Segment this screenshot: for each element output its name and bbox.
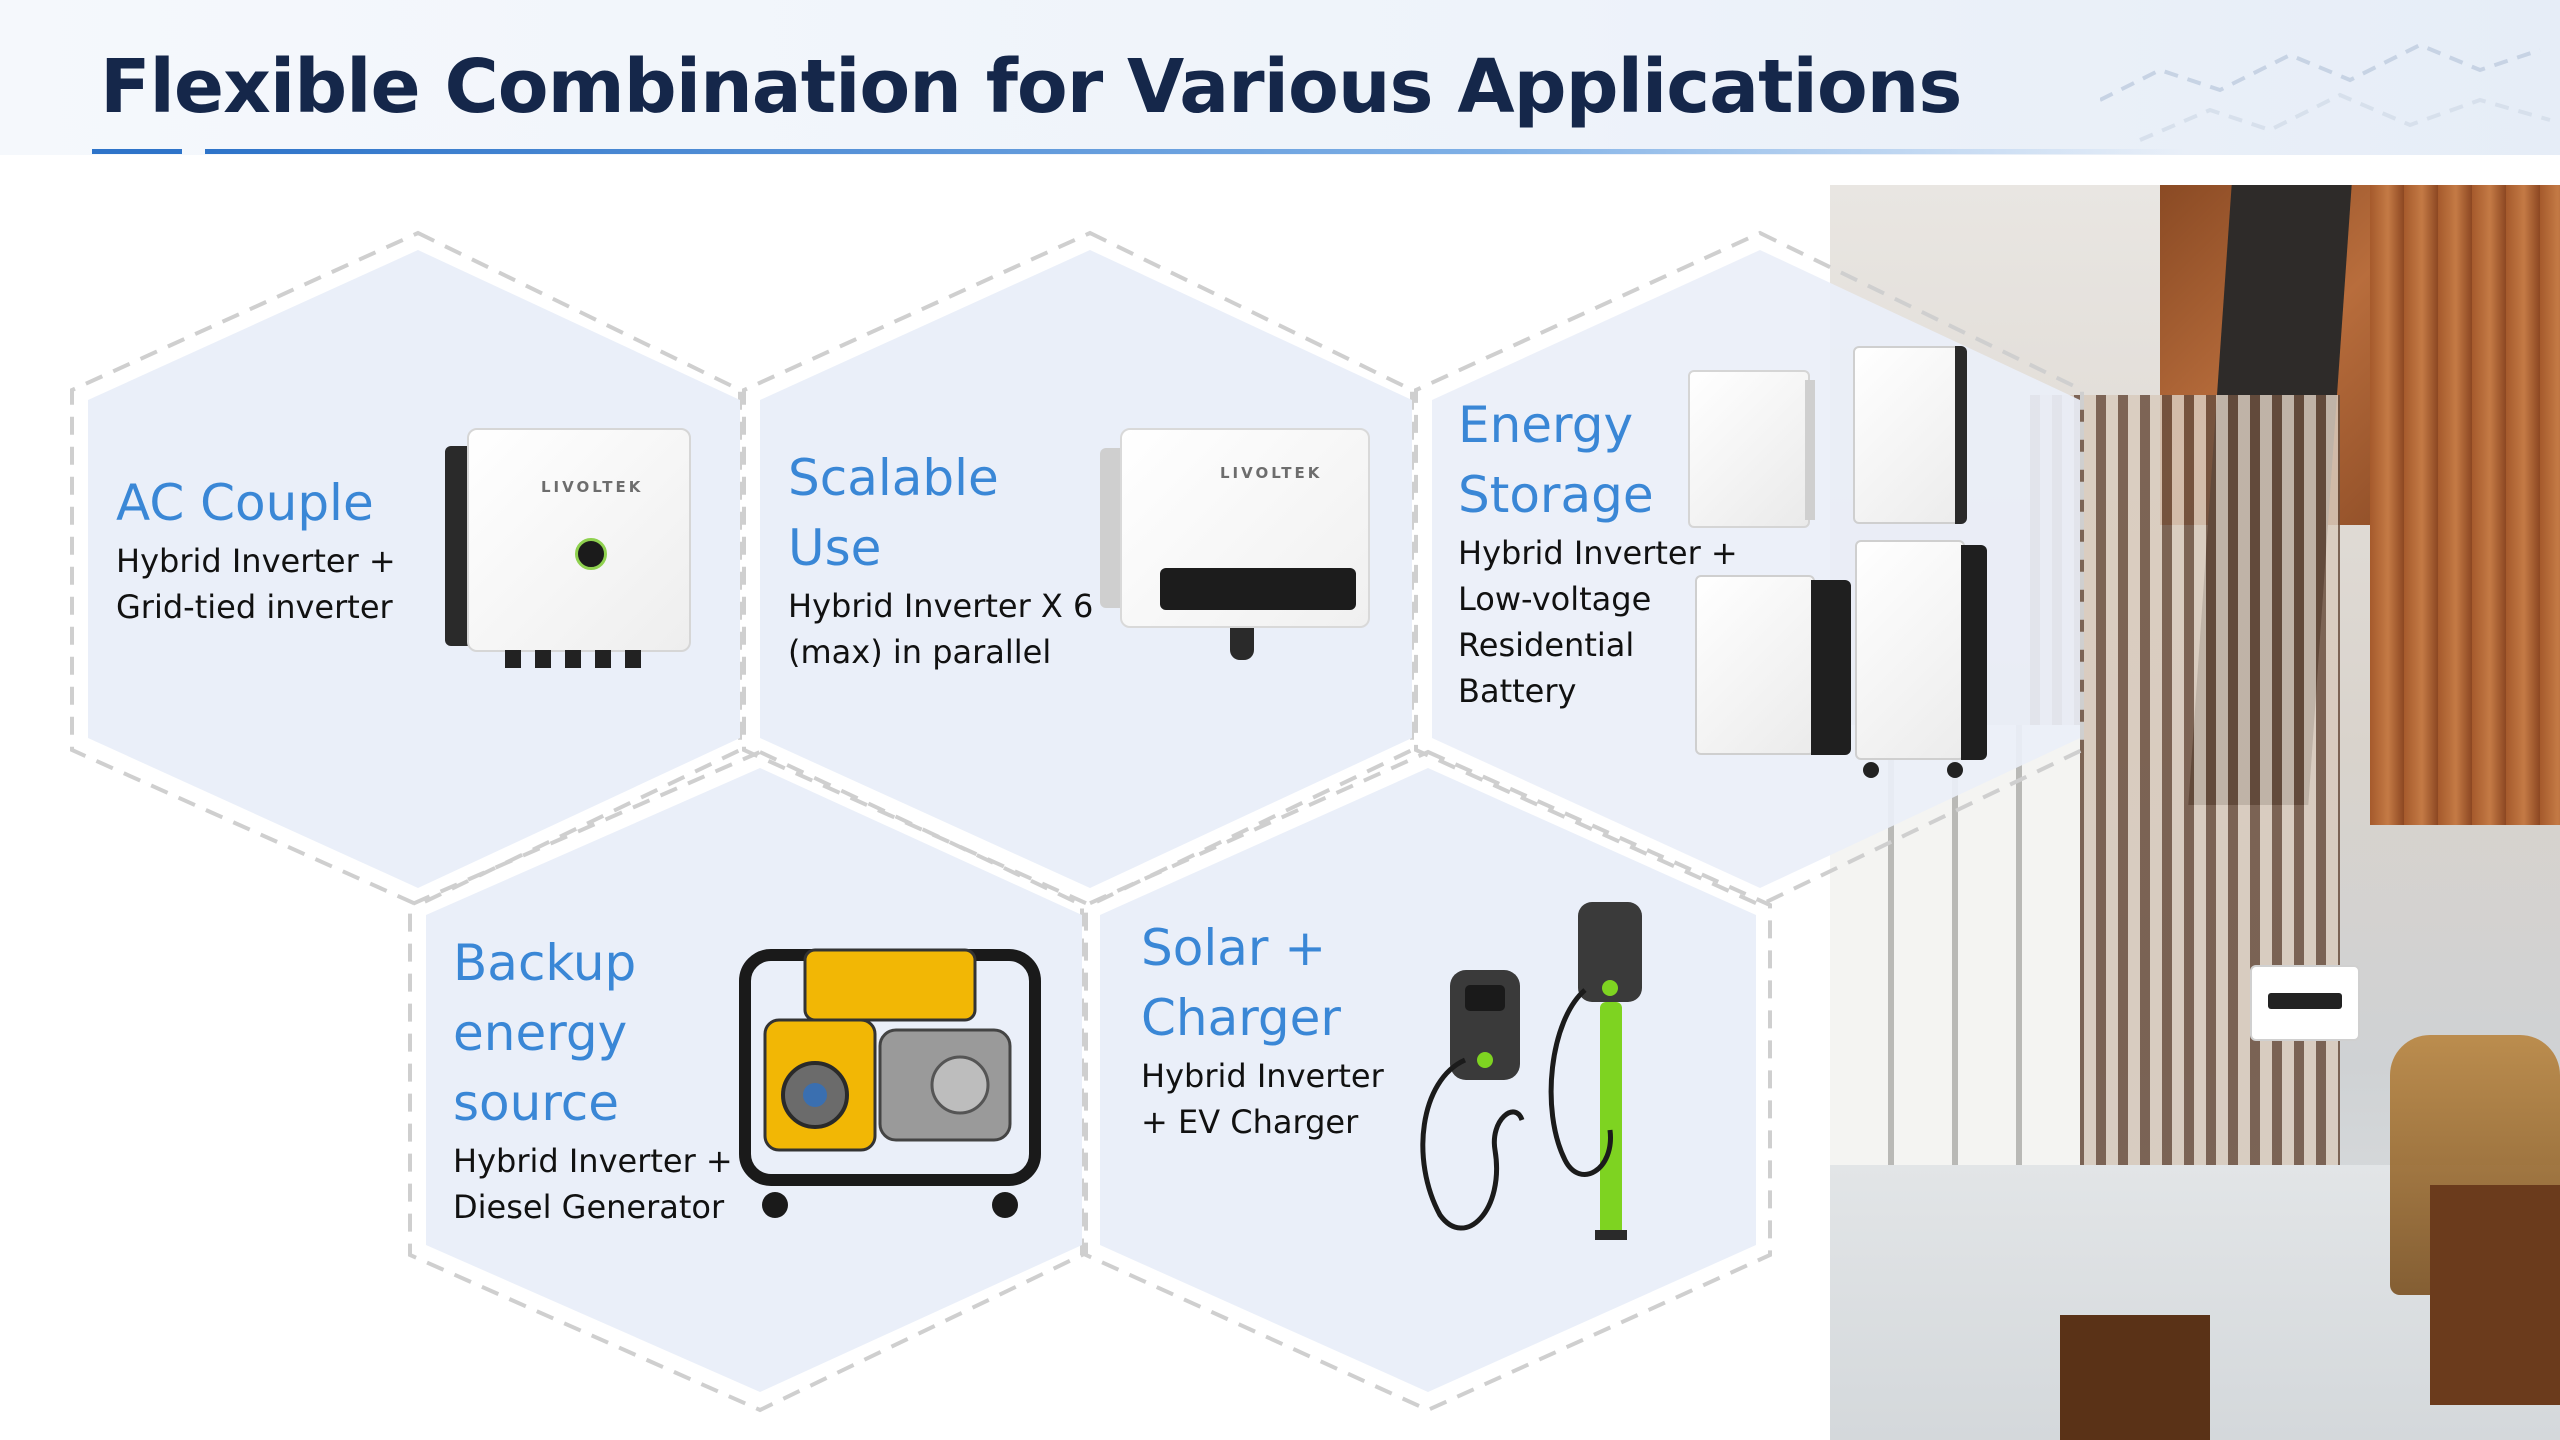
page-title: Flexible Combination for Various Applica… <box>100 44 1962 130</box>
title-underline-long <box>205 149 2185 154</box>
header-decoration <box>2100 42 2551 142</box>
card-title: Energy Storage <box>1458 396 1654 524</box>
card-solar-charger: Solar + Charger Hybrid Inverter + EV Cha… <box>1141 913 1481 1145</box>
card-energy-storage: Energy Storage Hybrid Inverter + Low-vol… <box>1458 390 1798 714</box>
card-scalable-use: Scalable Use Hybrid Inverter X 6 (max) i… <box>788 443 1128 675</box>
title-underline-short <box>92 149 182 154</box>
card-ac-couple: AC Couple Hybrid Inverter + Grid-tied in… <box>116 468 456 630</box>
generator-icon <box>739 948 1041 1218</box>
device-logo: LIVOLTEK <box>1220 464 1323 482</box>
battery-icon <box>1685 340 1987 780</box>
ev-charger-icon <box>1420 902 1642 1240</box>
card-title: AC Couple <box>116 474 374 532</box>
card-description: Hybrid Inverter + Diesel Generator <box>453 1142 733 1226</box>
inverter-icon: LIVOLTEK <box>445 428 691 668</box>
card-description: Hybrid Inverter + Grid-tied inverter <box>116 542 396 626</box>
power-button-icon <box>575 538 607 570</box>
card-title: Solar + Charger <box>1141 919 1341 1047</box>
card-description: Hybrid Inverter + EV Charger <box>1141 1057 1384 1141</box>
inverter-icon: LIVOLTEK <box>1100 428 1370 660</box>
card-title: Backup energy source <box>453 934 637 1132</box>
hex-scalable-use <box>760 250 1412 888</box>
header-band <box>0 0 2560 155</box>
card-description: Hybrid Inverter X 6 (max) in parallel <box>788 587 1094 671</box>
hex-backup-energy <box>426 768 1082 1392</box>
hex-ac-couple <box>88 250 740 888</box>
card-backup-energy: Backup energy source Hybrid Inverter + D… <box>453 928 793 1230</box>
card-description: Hybrid Inverter + Low-voltage Residentia… <box>1458 534 1738 710</box>
card-title: Scalable Use <box>788 449 999 577</box>
device-logo: LIVOLTEK <box>541 478 644 496</box>
